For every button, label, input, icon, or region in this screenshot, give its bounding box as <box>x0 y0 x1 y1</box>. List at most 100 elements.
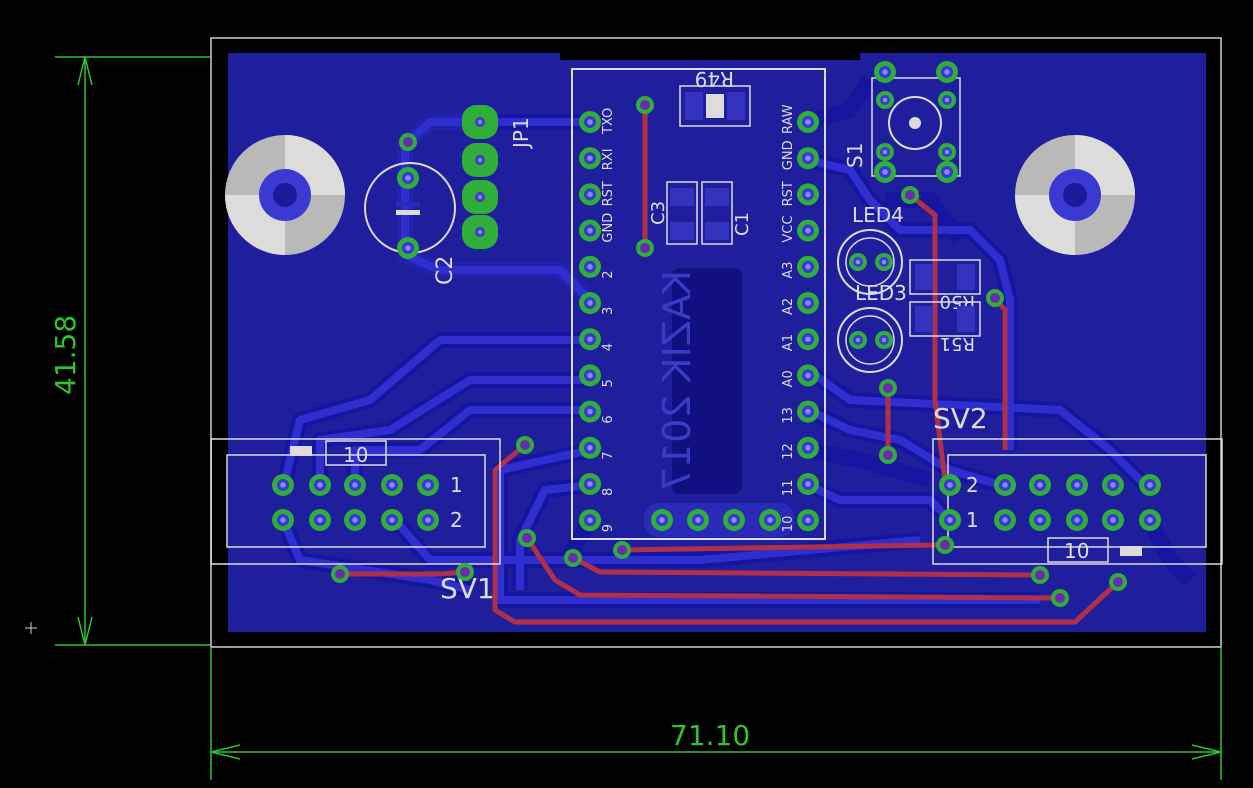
mcu-pad-left <box>579 183 601 206</box>
mcu-pin-label: RST <box>601 181 616 206</box>
mcu-pad-right <box>797 473 819 495</box>
via <box>636 96 654 114</box>
sv2-pad <box>1102 474 1124 496</box>
mcu-pad-left <box>579 328 601 351</box>
mcu-pin-label: A0 <box>781 370 796 387</box>
sv2-pad <box>1139 509 1161 531</box>
sv2-pad <box>1066 474 1088 496</box>
mcu-pad-left <box>579 364 601 387</box>
via <box>518 529 536 547</box>
led3-pad <box>849 331 867 349</box>
led4-pad <box>849 253 867 271</box>
mcu-pad-right <box>797 292 819 314</box>
mcu-pad-right <box>797 219 819 242</box>
sv1-pad <box>272 474 294 496</box>
via <box>456 563 474 581</box>
mcu-bottom-pads <box>644 503 794 537</box>
via <box>901 186 919 204</box>
c1-label: C1 <box>732 212 753 236</box>
sv2-pads <box>939 474 1161 531</box>
led3-label: LED3 <box>855 281 907 305</box>
mcu-pad-bottom <box>759 509 781 531</box>
sv1-pad <box>309 509 331 531</box>
sv1-pin10-label: 10 <box>343 443 368 467</box>
r50-resistor <box>909 259 981 295</box>
mcu-pad-bottom <box>687 509 709 531</box>
mcu-outline <box>571 68 826 540</box>
mcu-pin-label: 12 <box>781 443 796 460</box>
sv1-pad <box>309 474 331 496</box>
mcu-pin-label: RST <box>781 181 796 206</box>
mcu-pad-right <box>797 364 819 387</box>
sv2-pad <box>1102 509 1124 531</box>
s1-pad <box>938 91 956 109</box>
vias <box>331 96 1127 607</box>
sv1-pad <box>417 474 439 496</box>
mcu-pin-label: TXO <box>601 108 616 135</box>
s1-switch <box>871 77 961 177</box>
mcu-pin-label: RXI <box>601 148 616 170</box>
mounting-hole-right <box>1015 135 1135 255</box>
c3-capacitor <box>666 181 698 245</box>
mcu-pin-label: RAW <box>781 104 796 134</box>
s1-pad <box>876 91 894 109</box>
c3-label: C3 <box>648 201 669 225</box>
mcu-pad-right <box>797 255 819 278</box>
sv2-pad <box>1029 509 1051 531</box>
mcu-pin-label: 4 <box>601 343 616 351</box>
mcu-pin-label: A2 <box>781 298 796 315</box>
led3-pad <box>875 331 893 349</box>
mcu-pad-right <box>797 509 819 532</box>
jp1-pad <box>471 188 489 206</box>
c1-capacitor <box>701 181 733 245</box>
sv2-pad <box>1139 474 1161 496</box>
s1-pad <box>936 161 958 183</box>
mcu-pad-left <box>579 509 601 532</box>
mcu-pin-label: GND <box>781 140 796 170</box>
mcu-chip-body <box>672 268 742 494</box>
mcu-pad-right <box>797 400 819 423</box>
sv2-connector <box>932 438 1223 565</box>
jp1-pad <box>471 151 489 169</box>
sv1-pad <box>381 509 403 531</box>
mcu-pin-label: 2 <box>601 271 616 279</box>
c2-pad <box>397 167 419 189</box>
mcu-pad-left <box>579 219 601 242</box>
mcu-pad-left <box>579 111 601 133</box>
s1-pad <box>874 61 896 83</box>
via <box>1109 573 1127 591</box>
sv1-pad <box>272 509 294 531</box>
mcu-left-pads <box>579 111 601 532</box>
component-pads <box>397 61 958 349</box>
dimension-width-label: 71.10 <box>670 719 750 752</box>
s1-pad <box>938 143 956 161</box>
mcu-pin-label: 6 <box>601 415 616 423</box>
mcu-pad-right <box>797 328 819 351</box>
sv2-label: SV2 <box>933 402 988 435</box>
mcu-pad-right <box>797 436 819 459</box>
c2-pad <box>397 237 419 259</box>
mcu-pin-label: 7 <box>601 452 616 460</box>
via <box>399 133 417 151</box>
sv1-pads <box>272 474 439 531</box>
sv2-pad <box>939 474 961 496</box>
crosshair-marker <box>25 622 37 634</box>
mcu-pin-label: 8 <box>601 488 616 496</box>
via <box>879 446 897 464</box>
r51-label: R51 <box>940 333 975 354</box>
jp1-label: JP1 <box>509 117 533 150</box>
mcu-pin-label: 13 <box>781 407 796 424</box>
dimension-height-label: 41.58 <box>49 315 82 395</box>
c2-label: C2 <box>433 256 458 285</box>
mcu-pad-bottom <box>723 509 745 531</box>
mcu-pad-left <box>579 400 601 423</box>
mcu-pin-label: A3 <box>781 262 796 279</box>
led4-pad <box>875 253 893 271</box>
via <box>1031 566 1049 584</box>
sv1-pad <box>344 474 366 496</box>
mcu-pin-label: 10 <box>781 516 796 533</box>
sv1-pin1-label: 1 <box>450 473 463 497</box>
sv1-connector <box>210 438 501 565</box>
sv2-pad <box>1066 509 1088 531</box>
